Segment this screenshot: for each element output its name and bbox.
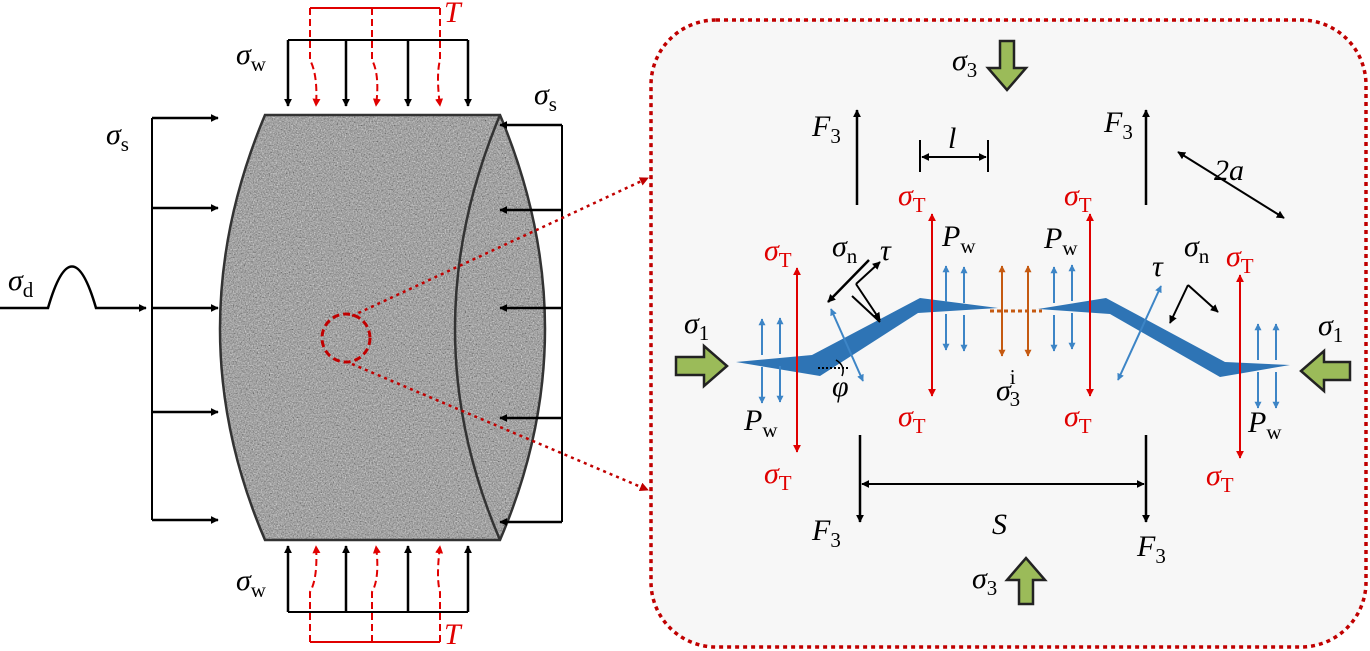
tensile-stress-arrows — [793, 213, 1244, 459]
sigma-T-label: σT — [1206, 459, 1234, 497]
sigma3-bottom-arrow: σ3 — [972, 556, 1048, 606]
2a-label: 2a — [1214, 154, 1244, 187]
2a-dimension: 2a — [1177, 151, 1285, 219]
sigma-T-label: σT — [898, 179, 926, 217]
bottom-axial-load: σw T — [236, 545, 472, 651]
sigma1-left-arrow: σ1 — [674, 307, 729, 389]
tau-left-label: τ — [880, 234, 892, 267]
sigma-T-label: σT — [1226, 240, 1254, 278]
sigma-T-label: σT — [764, 234, 792, 272]
water-pressure-arrows — [758, 264, 1280, 409]
right-confining-arrows: σs — [499, 78, 563, 526]
S-label: S — [992, 508, 1007, 541]
sigma-w-top-label: σw — [236, 38, 267, 76]
Pw-labels: Pw Pw Pw Pw — [743, 220, 1282, 444]
sigma-T-labels: σT σT σT σT σT σT σT σT — [764, 179, 1254, 497]
sigma-T-label: σT — [1064, 179, 1092, 217]
l-dimension: l — [919, 122, 989, 172]
Pw-label: Pw — [1043, 222, 1078, 260]
normal-shear-arrows: σn τ σn τ — [827, 230, 1219, 382]
S-dimension: S — [861, 480, 1145, 541]
sigma3-bottom-label: σ3 — [972, 562, 997, 600]
F3-forces: F3 F3 F3 F3 — [811, 106, 1166, 568]
left-confining-arrows: σs — [106, 114, 219, 524]
sigma-s-left-label: σs — [106, 118, 129, 156]
phi-angle: φ — [818, 359, 850, 403]
l-label: l — [948, 122, 956, 155]
sigma1-right-arrow: σ1 — [1299, 309, 1352, 394]
sigma1-right-label: σ1 — [1318, 309, 1343, 347]
zoom-line-top — [351, 176, 649, 318]
sigma-d-label: σd — [8, 264, 34, 302]
Pw-label: Pw — [743, 404, 778, 442]
dynamic-load: σd — [0, 264, 147, 312]
sigma-n-left-label: σn — [832, 230, 858, 268]
specimen — [218, 113, 547, 542]
sigma-T-label: σT — [898, 400, 926, 438]
sigma1-left-label: σ1 — [684, 307, 709, 345]
phi-label: φ — [832, 370, 849, 403]
T-bottom-label: T — [444, 618, 463, 651]
cracks — [736, 298, 1290, 377]
sigma3-top-label: σ3 — [952, 44, 977, 82]
F3-bottom-left-label: F3 — [811, 514, 841, 552]
top-axial-load: σw T — [236, 0, 472, 107]
zoom-circle — [320, 312, 372, 364]
sigma-T-label: σT — [1064, 400, 1092, 438]
T-top-label: T — [444, 0, 463, 29]
sigma-w-bottom-label: σw — [236, 564, 267, 602]
sigma-n-right-label: σn — [1184, 230, 1210, 268]
F3-bottom-right-label: F3 — [1136, 530, 1166, 568]
crack-left — [736, 298, 998, 376]
tau-right-label: τ — [1152, 250, 1164, 283]
F3-top-left-label: F3 — [811, 110, 841, 148]
sigma-T-label: σT — [764, 457, 792, 495]
F3-top-right-label: F3 — [1103, 106, 1133, 144]
zoom-line-bottom — [351, 362, 649, 492]
crack-right — [1038, 298, 1290, 377]
Pw-label: Pw — [941, 220, 976, 258]
sigma3-top-arrow: σ3 — [952, 39, 1029, 92]
Pw-label: Pw — [1247, 406, 1282, 444]
sigma-s-right-label: σs — [534, 78, 557, 116]
